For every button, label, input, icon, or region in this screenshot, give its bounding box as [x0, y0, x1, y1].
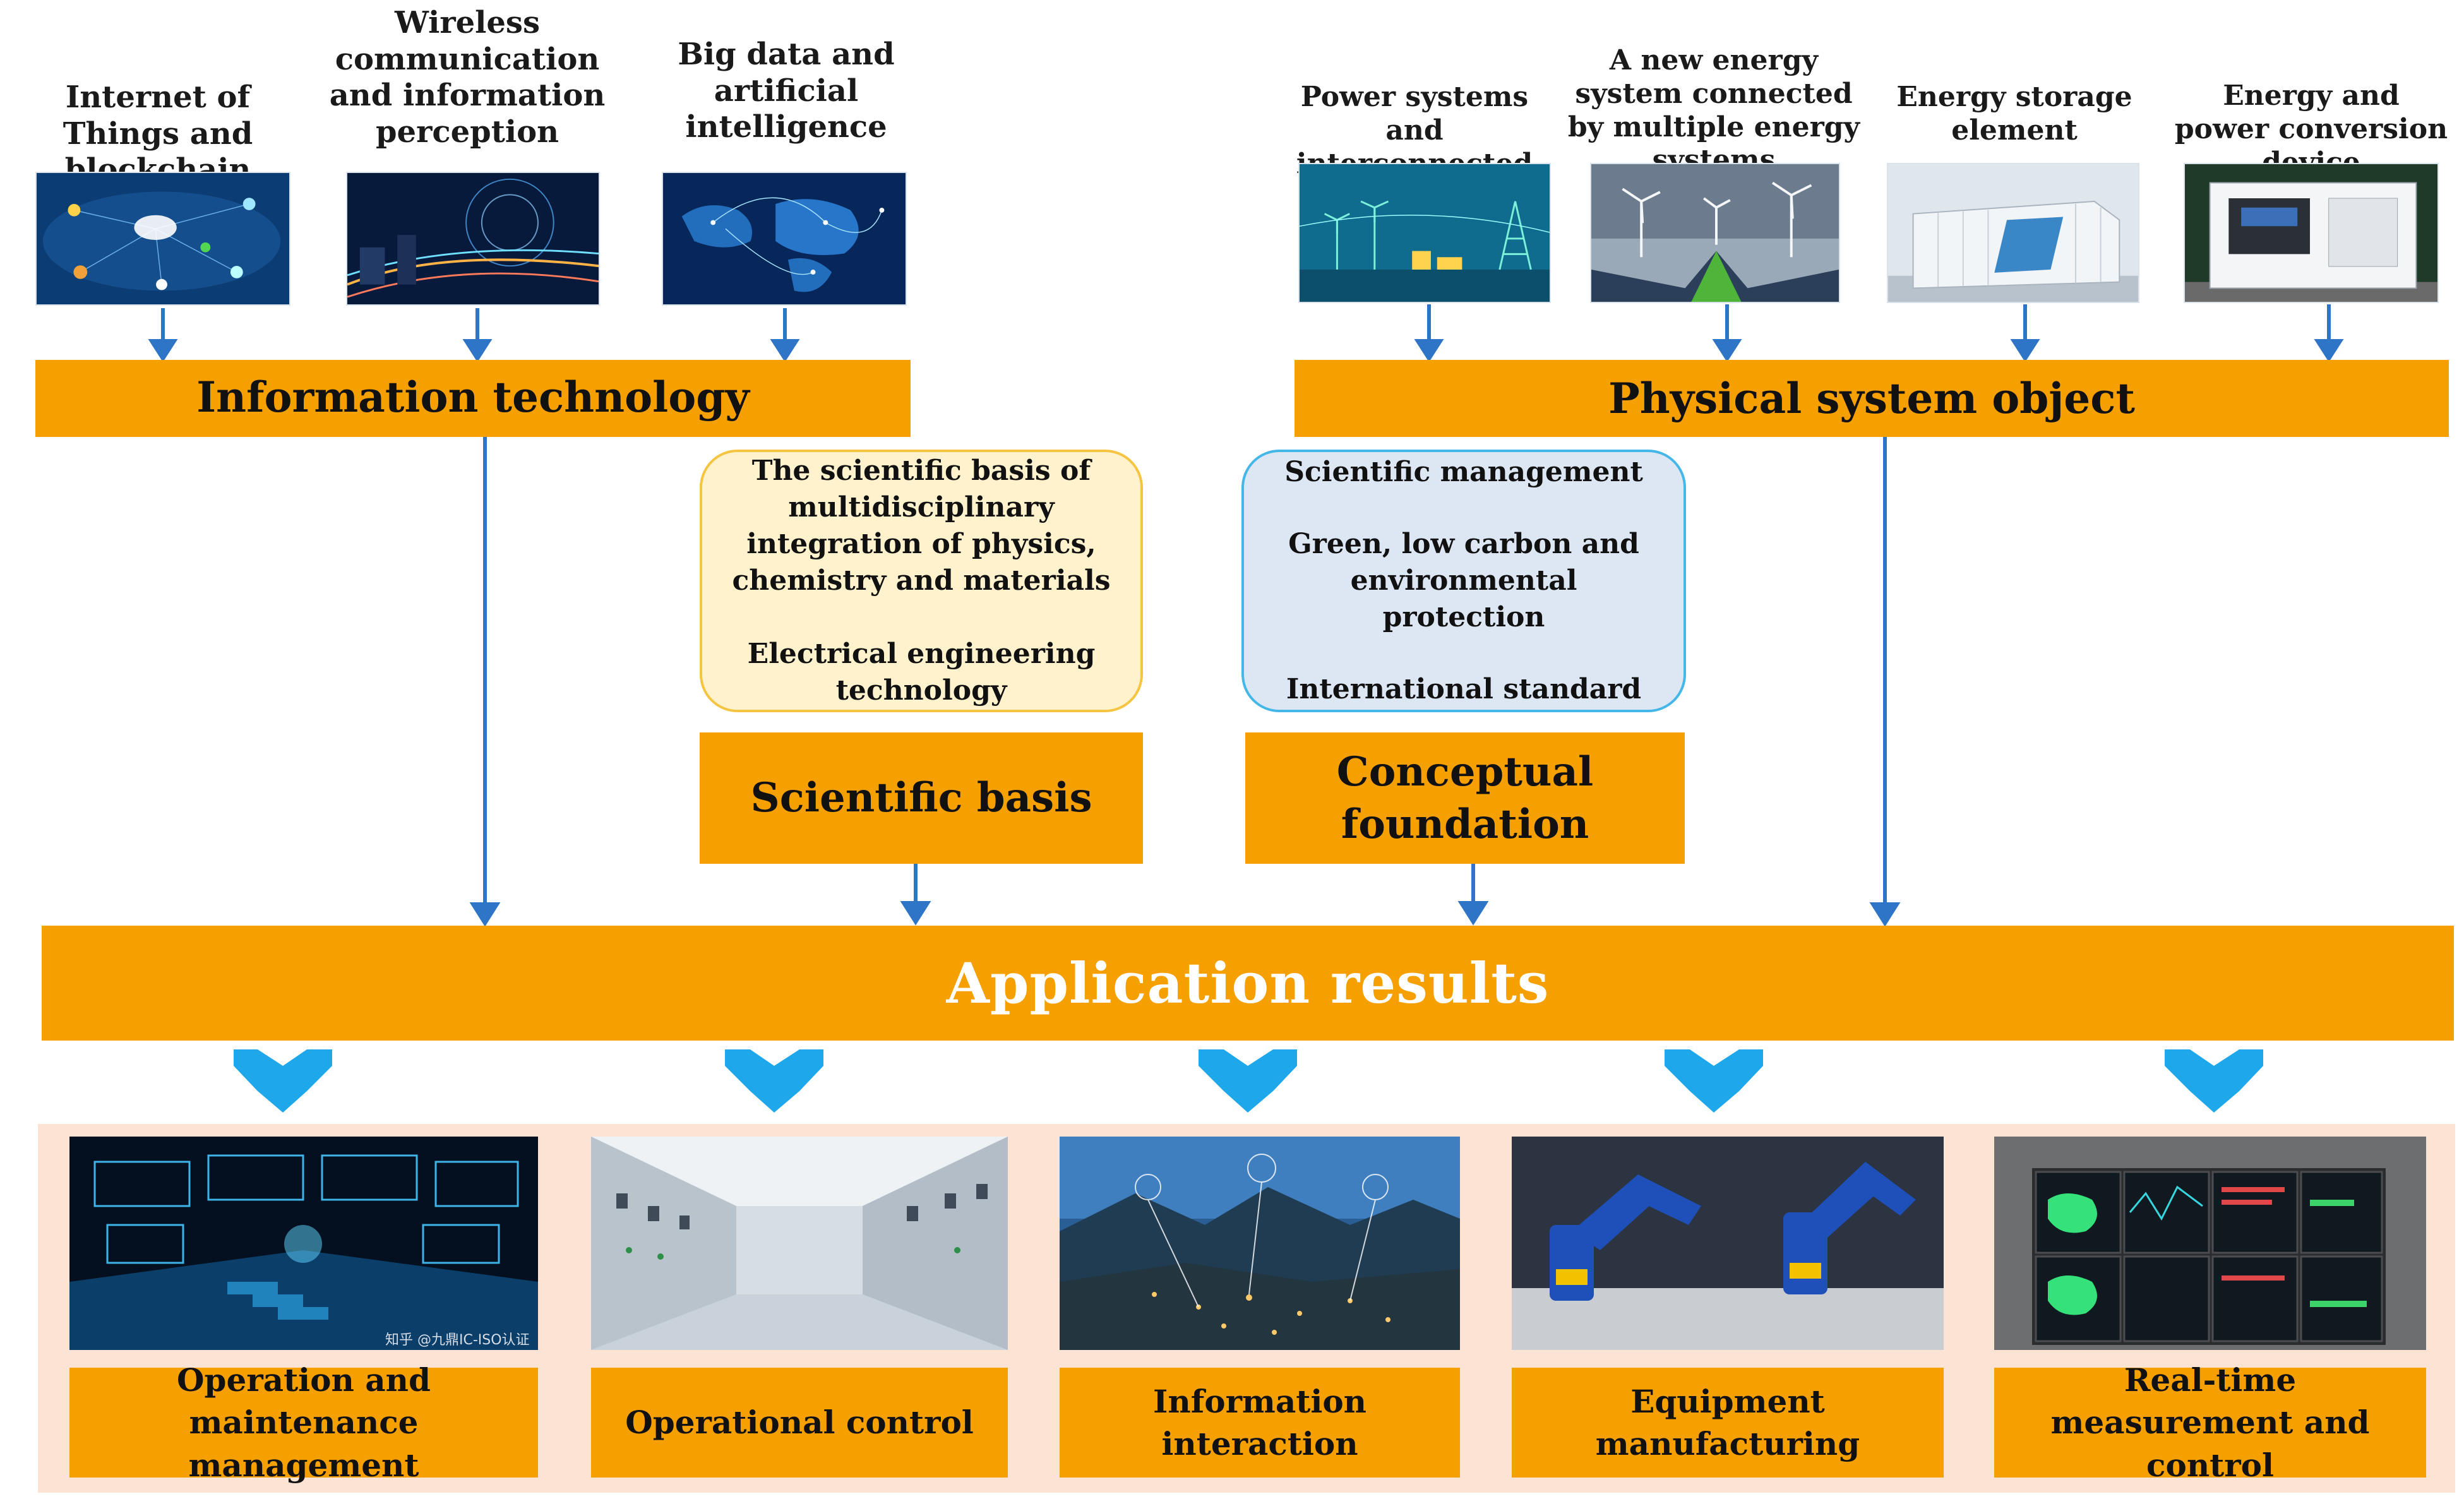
physical-system-object-bar: Physical system object: [1295, 360, 2449, 437]
concept-detail-management: Scientific management: [1284, 455, 1643, 488]
output-equipment-manufacturing: Equipment manufacturing: [1512, 1368, 1944, 1478]
energy-storage-container-image: [1887, 163, 2139, 303]
conceptual-foundation-bar: Conceptual foundation: [1245, 732, 1685, 864]
industrial-robot-image: [1512, 1137, 1944, 1350]
monitoring-screens-image: [1994, 1137, 2426, 1350]
result-chevron-arrows: [234, 1049, 2263, 1113]
output-operational-control: Operational control: [591, 1368, 1008, 1478]
chevron-down-icon: [725, 1049, 823, 1113]
chevron-down-icon: [234, 1049, 332, 1113]
global-network-image: [662, 172, 907, 306]
scientific-detail-physics: The scientific basis of multidisciplinar…: [732, 454, 1111, 597]
conceptual-foundation-details-box: Scientific management Green, low carbon …: [1241, 450, 1686, 712]
smart-city-night-image: [1060, 1137, 1460, 1350]
iot-blockchain-image: [35, 172, 290, 306]
digital-control-room-image: [69, 1137, 538, 1350]
information-technology-bar: Information technology: [35, 360, 911, 437]
scientific-detail-electrical: Electrical engineering technology: [747, 638, 1096, 707]
output-realtime-measurement: Real-time measurement and control: [1994, 1361, 2426, 1484]
source-label-new-energy: A new energy system connected by multipl…: [1567, 44, 1860, 177]
scientific-basis-details-box: The scientific basis of multidisciplinar…: [700, 450, 1143, 712]
concept-detail-standard: International standard: [1286, 673, 1642, 706]
watermark-text: 知乎 @九鼎IC-ISO认证: [385, 1332, 530, 1348]
power-grid-image: [1298, 163, 1551, 303]
application-results-bar: Application results: [42, 926, 2454, 1041]
source-label-storage: Energy storage element: [1896, 81, 2132, 146]
chevron-down-icon: [2165, 1049, 2263, 1113]
chevron-down-icon: [1199, 1049, 1297, 1113]
source-label-bigdata: Big data and artificial intelligence: [678, 37, 895, 145]
power-converter-image: [2184, 163, 2439, 303]
output-information-interaction: Information interaction: [1060, 1368, 1460, 1478]
source-label-wireless: Wireless communication and information p…: [329, 5, 606, 150]
wind-solar-image: [1590, 163, 1840, 303]
output-operation-maintenance: Operation and maintenance management: [69, 1361, 538, 1484]
scientific-basis-bar: Scientific basis: [700, 732, 1143, 864]
switchgear-room-image: [591, 1137, 1008, 1350]
wireless-network-image: [346, 172, 600, 306]
chevron-down-icon: [1665, 1049, 1763, 1113]
concept-detail-green: Green, low carbon and environmental prot…: [1288, 527, 1639, 634]
